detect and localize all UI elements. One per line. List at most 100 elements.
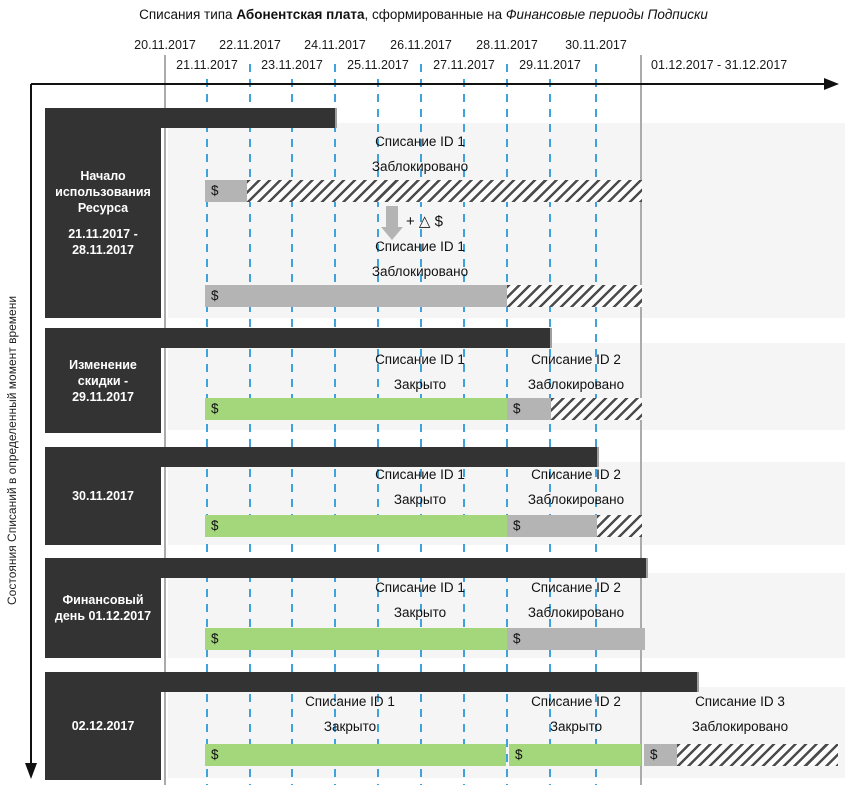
gridline-dashed: [249, 64, 251, 785]
current-time-bar: [45, 558, 648, 578]
state-axis-label: Состояния Списаний в определенный момент…: [5, 295, 19, 605]
charge-status: Закрыто: [393, 377, 447, 392]
gridline-dashed: [420, 64, 422, 785]
charge-label: Списание ID 1 Заблокировано: [310, 239, 530, 280]
bar-segment-blocked: [597, 515, 642, 537]
date-label: 21.11.2017: [173, 58, 241, 72]
period-type-name: Финансовые периоды Подписки: [505, 7, 708, 22]
gridline-dashed: [206, 64, 208, 785]
gridline-dashed: [549, 64, 551, 785]
charge-name: Списание ID 2: [531, 352, 621, 367]
currency-marker: $: [211, 747, 219, 762]
time-axis-line: [31, 83, 826, 85]
bar-segment-closed: [205, 398, 507, 420]
charge-name: Списание ID 3: [695, 694, 785, 709]
recalc-arrow-head-icon: [381, 227, 403, 240]
charge-label: Списание ID 2 Заблокировано: [466, 467, 686, 508]
title-middle: , сформированные на: [364, 7, 506, 22]
charge-status: Заблокировано: [691, 719, 789, 734]
time-axis-arrow-icon: [824, 78, 839, 90]
charge-name: Списание ID 1: [375, 580, 465, 595]
charge-label: Списание ID 1 Закрыто: [310, 467, 530, 508]
charge-type-name: Абонентская плата: [236, 7, 365, 22]
state-label-text: 21.11.2017 - 28.11.2017: [68, 227, 138, 257]
bar-segment-charged: [507, 628, 645, 650]
gridline-dashed: [334, 64, 336, 785]
date-label: 27.11.2017: [430, 58, 498, 72]
gridline-dashed: [506, 64, 508, 785]
bar-segment-closed: [509, 744, 641, 766]
bar-segment-charged: [644, 744, 677, 766]
state-label-block: Финансовый день 01.12.2017: [45, 558, 161, 658]
charge-name: Списание ID 2: [531, 694, 621, 709]
recalc-amount-label: + △ $: [406, 213, 443, 230]
state-label-text: Изменение скидки - 29.11.2017: [69, 357, 137, 404]
state-axis-line: [30, 84, 32, 763]
charge-label: Списание ID 1 Закрыто: [240, 694, 460, 735]
charge-label: Списание ID 2 Заблокировано: [466, 352, 686, 393]
charge-label: Списание ID 2 Закрыто: [466, 694, 686, 735]
date-label: 28.11.2017: [473, 38, 541, 52]
charge-status: Закрыто: [323, 719, 377, 734]
charge-label: Списание ID 1 Закрыто: [310, 352, 530, 393]
diagram-title: Списания типа Абонентская плата, сформир…: [0, 7, 847, 22]
gridline-solid: [164, 55, 166, 785]
date-label: 20.11.2017: [131, 38, 199, 52]
date-label: 24.11.2017: [301, 38, 369, 52]
bar-segment-charged: [507, 515, 597, 537]
charge-status: Заблокировано: [527, 492, 625, 507]
bar-segment-charged: [205, 180, 247, 202]
bar-segment-closed: [205, 744, 506, 766]
charge-name: Списание ID 1: [375, 239, 465, 254]
charge-status: Закрыто: [393, 605, 447, 620]
currency-marker: $: [513, 401, 521, 416]
current-time-bar: [45, 328, 552, 348]
bar-segment-charged: [507, 398, 551, 420]
title-prefix: Списания типа: [139, 7, 237, 22]
charge-name: Списание ID 1: [375, 134, 465, 149]
currency-marker: $: [513, 631, 521, 646]
state-axis-arrow-icon: [25, 763, 37, 779]
charge-name: Списание ID 1: [375, 467, 465, 482]
date-label: 26.11.2017: [387, 38, 455, 52]
charge-name: Списание ID 1: [375, 352, 465, 367]
currency-marker: $: [211, 631, 219, 646]
currency-marker: $: [211, 288, 219, 303]
bar-segment-blocked: [507, 285, 642, 307]
date-label: 23.11.2017: [258, 58, 326, 72]
date-label: 22.11.2017: [216, 38, 284, 52]
charge-name: Списание ID 2: [531, 467, 621, 482]
charge-status: Заблокировано: [371, 264, 469, 279]
gridline-dashed: [291, 64, 293, 785]
recalc-arrow-icon: [386, 206, 398, 227]
state-label-text: Начало использования Ресурса: [55, 169, 151, 215]
state-label-block: Изменение скидки - 29.11.2017: [45, 328, 161, 433]
date-range-label: 01.12.2017 - 31.12.2017: [648, 58, 791, 72]
current-time-bar: [45, 447, 599, 467]
charge-status: Закрыто: [393, 492, 447, 507]
state-label-text: 02.12.2017: [71, 719, 135, 733]
currency-marker: $: [515, 747, 523, 762]
gridline-dashed: [377, 64, 379, 785]
bar-segment-charged: [205, 285, 507, 307]
state-label-text: 30.11.2017: [72, 489, 134, 503]
currency-marker: $: [211, 518, 219, 533]
charge-name: Списание ID 2: [531, 580, 621, 595]
currency-marker: $: [211, 401, 219, 416]
bar-segment-blocked: [677, 744, 838, 766]
state-label-block: Начало использования Ресурса 21.11.2017 -…: [45, 108, 161, 318]
bar-segment-blocked: [551, 398, 642, 420]
currency-marker: $: [513, 518, 521, 533]
bar-segment-blocked: [247, 180, 642, 202]
charge-name: Списание ID 1: [305, 694, 395, 709]
charge-status: Закрыто: [549, 719, 603, 734]
bar-segment-closed: [205, 515, 507, 537]
charge-status: Заблокировано: [527, 377, 625, 392]
gridline-dashed: [463, 64, 465, 785]
current-time-bar: [45, 672, 699, 692]
date-label: 29.11.2017: [516, 58, 584, 72]
bar-segment-closed: [205, 628, 507, 650]
